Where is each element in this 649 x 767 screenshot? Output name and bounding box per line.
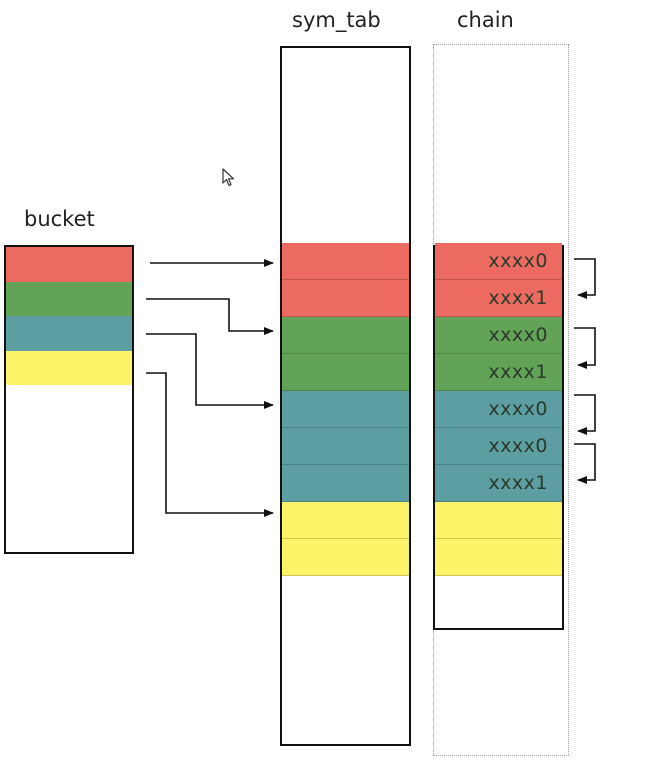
chain-cell: xxxx1 xyxy=(435,280,562,317)
chain-link-teal-1 xyxy=(574,394,596,435)
chain-cell xyxy=(435,502,562,539)
sym-tab-cell xyxy=(282,391,409,428)
chain-cell-text: xxxx0 xyxy=(488,324,548,346)
chain-cell: xxxx0 xyxy=(435,391,562,428)
chain-cell xyxy=(435,539,562,576)
sym-tab-cell xyxy=(282,354,409,391)
sym-tab-cell xyxy=(282,502,409,539)
sym-tab-cell xyxy=(282,465,409,502)
chain-cell-text: xxxx0 xyxy=(488,435,548,457)
sym-tab-label: sym_tab xyxy=(292,8,381,32)
bucket-cell xyxy=(6,247,132,282)
chain-cell: xxxx1 xyxy=(435,465,562,502)
bucket-cell xyxy=(6,281,132,316)
arrow-bucket-teal xyxy=(146,333,274,409)
bucket-label: bucket xyxy=(24,207,95,231)
chain-cell-text: xxxx1 xyxy=(488,472,548,494)
sym-tab-cell xyxy=(282,280,409,317)
chain-link-teal-2 xyxy=(574,443,596,484)
chain-cell-text: xxxx1 xyxy=(488,287,548,309)
arrow-bucket-yellow xyxy=(146,372,274,517)
bucket-cell xyxy=(6,350,132,385)
chain-link-green xyxy=(574,327,596,369)
bucket-cell xyxy=(6,316,132,351)
sym-tab-cell xyxy=(282,243,409,280)
chain-cell-text: xxxx1 xyxy=(488,361,548,383)
chain-link-red xyxy=(574,258,596,299)
mouse-pointer-icon xyxy=(222,168,235,187)
sym-tab-cell xyxy=(282,428,409,465)
chain-label: chain xyxy=(457,8,514,32)
chain-cell-text: xxxx0 xyxy=(488,398,548,420)
sym-tab-cell xyxy=(282,317,409,354)
chain-cell: xxxx1 xyxy=(435,354,562,391)
chain-cell: xxxx0 xyxy=(435,317,562,354)
arrow-bucket-green xyxy=(146,298,274,335)
chain-cell: xxxx0 xyxy=(435,428,562,465)
sym-tab-cell xyxy=(282,539,409,576)
chain-cell: xxxx0 xyxy=(435,243,562,280)
chain-cell-text: xxxx0 xyxy=(488,250,548,272)
